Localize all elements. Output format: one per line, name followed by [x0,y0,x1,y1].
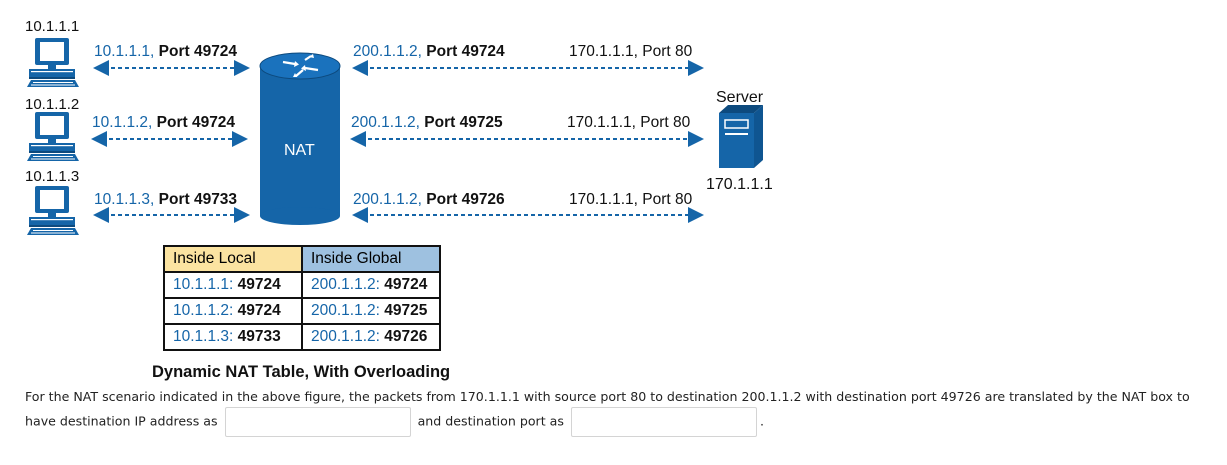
local-port: 49733 [237,328,281,345]
flow-3-inside-addr: 10.1.1.3, [94,191,154,208]
global-port: 49726 [384,328,428,345]
flow-1-global-addr: 200.1.1.2, [353,43,422,60]
server-icon [719,105,763,168]
nat-label: NAT [284,142,315,159]
nat-table: Inside Local Inside Global 10.1.1.1: 497… [163,245,441,351]
table-row: 10.1.1.3: 49733 200.1.1.2: 49726 [163,323,441,351]
flow-2-global-addr: 200.1.1.2, [351,114,420,131]
flow-3-global-label: 200.1.1.2, Port 49726 [353,191,505,208]
flow-1-inside-port: Port 49724 [159,43,238,60]
inside-global-cell: 200.1.1.2: 49726 [301,323,441,351]
flow-3-inside-label: 10.1.1.3, Port 49733 [94,191,237,208]
flow-2-global-label: 200.1.1.2, Port 49725 [351,114,503,131]
flow-1-server-endpoint: 170.1.1.1, Port 80 [569,43,693,60]
flow-3-server-endpoint: 170.1.1.1, Port 80 [569,191,693,208]
local-addr: 10.1.1.3: [173,328,234,345]
inside-local-cell: 10.1.1.3: 49733 [163,323,303,351]
computer-icon [26,185,80,236]
inside-local-cell: 10.1.1.1: 49724 [163,271,303,299]
local-addr: 10.1.1.2: [173,302,234,319]
inside-global-cell: 200.1.1.2: 49724 [301,271,441,299]
table-row: 10.1.1.2: 49724 200.1.1.2: 49725 [163,297,441,325]
destination-ip-input[interactable] [224,407,411,437]
flow-2-inside-label: 10.1.1.2, Port 49724 [92,114,235,131]
host-3-ip: 10.1.1.3 [25,168,79,185]
inside-local-cell: 10.1.1.2: 49724 [163,297,303,325]
flow-1-global-port: Port 49724 [426,43,505,60]
flow-3-inside-port: Port 49733 [159,191,238,208]
local-port: 49724 [237,276,281,293]
computer-icon [26,111,80,162]
flow-1-inside-label: 10.1.1.1, Port 49724 [94,43,237,60]
destination-port-input[interactable] [570,407,757,437]
global-port: 49725 [384,302,428,319]
flow-3-global-port: Port 49726 [426,191,505,208]
flow-2-server-endpoint: 170.1.1.1, Port 80 [567,114,691,131]
host-1-ip: 10.1.1.1 [25,18,79,35]
local-addr: 10.1.1.1: [173,276,234,293]
global-port: 49724 [384,276,428,293]
inside-global-header: Inside Global [301,245,441,273]
question-part-3: . [759,413,764,429]
flow-2-inside-addr: 10.1.1.2, [92,114,152,131]
flow-3-global-addr: 200.1.1.2, [353,191,422,208]
inside-global-cell: 200.1.1.2: 49725 [301,297,441,325]
server-label: Server [716,89,764,106]
server-ip: 170.1.1.1 [706,176,773,193]
global-addr: 200.1.1.2: [311,302,380,319]
nat-table-header-row: Inside Local Inside Global [163,245,441,273]
flow-2-global-port: Port 49725 [424,114,503,131]
host-2-ip: 10.1.1.2 [25,96,79,113]
nat-router-icon [259,52,341,225]
table-caption: Dynamic NAT Table, With Overloading [152,363,451,381]
question-part-1: For the NAT scenario indicated in the ab… [25,389,1190,429]
question-part-2: and destination port as [417,413,564,429]
flow-1-global-label: 200.1.1.2, Port 49724 [353,43,505,60]
global-addr: 200.1.1.2: [311,328,380,345]
table-row: 10.1.1.1: 49724 200.1.1.2: 49724 [163,271,441,299]
global-addr: 200.1.1.2: [311,276,380,293]
computer-icon [26,37,80,88]
flow-2-inside-port: Port 49724 [157,114,236,131]
flow-1-inside-addr: 10.1.1.1, [94,43,154,60]
inside-local-header: Inside Local [163,245,303,273]
local-port: 49724 [237,302,281,319]
question-text: For the NAT scenario indicated in the ab… [25,386,1215,437]
